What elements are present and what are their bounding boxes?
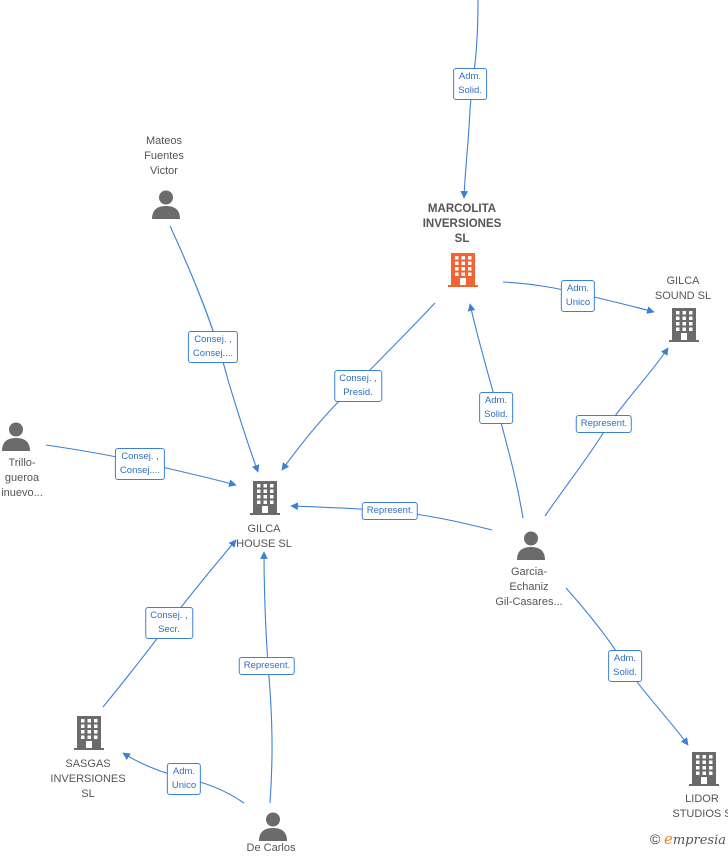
node-marcolita[interactable]	[448, 253, 478, 292]
brand-initial: e	[663, 830, 673, 848]
node-label-line: Garcia-	[510, 566, 548, 578]
node-sasgas[interactable]	[74, 716, 104, 755]
edge-label-mateos-gilcahouse[interactable]: Consej. , Consej....	[187, 331, 239, 363]
edge-label-decarlos-sasgas[interactable]: Adm. Unico	[166, 763, 202, 795]
building-icon	[669, 308, 699, 342]
edge-label-sasgas-gilcahouse[interactable]: Consej. , Secr.	[145, 607, 193, 639]
edge-label-trillo-gilcahouse[interactable]: Consej. , Consej....	[114, 448, 166, 480]
edge-top-marcolita	[460, 0, 479, 199]
node-label-line: Gil-Casares...	[495, 596, 563, 608]
person-icon	[517, 531, 545, 560]
edge-label-line: Adm.	[484, 395, 508, 406]
edge-label-garcia-gilcahouse[interactable]: Represent.	[361, 502, 419, 520]
node-label-line: Echaniz	[509, 581, 549, 593]
node-label-line: GILCA	[666, 275, 700, 287]
node-label-decarlos[interactable]: De Carlos	[247, 841, 296, 856]
brand-name: mpresia	[672, 833, 726, 848]
edge-label-line: Consej. ,	[121, 451, 159, 462]
edge-label-line: Represent.	[366, 505, 414, 516]
node-label-line: STUDIOS S	[672, 808, 728, 820]
node-gilca_house[interactable]	[250, 481, 280, 520]
edge-label-line: Solid.	[458, 85, 482, 96]
person-icon	[2, 422, 30, 451]
copyright-symbol: ©	[650, 831, 661, 847]
edge-label-line: Consej....	[192, 348, 234, 359]
edge-label-marcolita-gilcahouse[interactable]: Consej. , Presid.	[334, 370, 382, 402]
node-label-gilca_sound[interactable]: GILCA SOUND SL	[655, 274, 711, 304]
edge-label-line: Solid.	[613, 667, 637, 678]
node-label-gilca_house[interactable]: GILCA HOUSE SL	[236, 522, 292, 552]
edge-label-line: Solid.	[484, 409, 508, 420]
edge-label-line: Adm.	[566, 283, 590, 294]
node-label-line: gueroa	[4, 472, 40, 484]
empresia-logo[interactable]: © empresia	[650, 830, 726, 848]
node-label-line: SOUND SL	[654, 290, 712, 302]
node-label-line: SL	[454, 233, 470, 245]
edge-label-line: Adm.	[458, 71, 482, 82]
node-lidor[interactable]	[689, 752, 719, 791]
edge-label-line: Unico	[565, 297, 591, 308]
node-label-line: inuevo...	[1, 487, 43, 499]
edge-label-line: Represent.	[580, 418, 628, 429]
node-label-line: MARCOLITA	[427, 203, 497, 215]
node-label-lidor[interactable]: LIDOR STUDIOS S	[672, 792, 728, 822]
node-label-marcolita[interactable]: MARCOLITA INVERSIONES SL	[423, 202, 502, 247]
node-label-line: Mateos	[145, 135, 183, 147]
building-icon	[689, 752, 719, 786]
node-label-line: INVERSIONES	[422, 218, 502, 230]
building-icon	[74, 716, 104, 750]
node-trillo[interactable]	[1, 421, 31, 456]
person-icon	[152, 190, 180, 219]
edge-decarlos-gilcahouse	[260, 551, 273, 804]
node-label-line: LIDOR	[685, 793, 719, 805]
edge-mateos-gilcahouse	[169, 225, 260, 473]
edge-label-garcia-lidor[interactable]: Adm. Solid.	[608, 650, 642, 682]
edge-label-line: Consej. ,	[339, 373, 377, 384]
node-label-line: HOUSE SL	[236, 538, 292, 550]
node-label-line: Trillo-	[8, 457, 36, 469]
edge-label-line: Presid.	[343, 387, 373, 398]
node-label-line: De Carlos	[246, 842, 296, 854]
edge-label-top-marcolita[interactable]: Adm. Solid.	[453, 68, 487, 100]
person-icon	[259, 812, 287, 841]
node-decarlos[interactable]	[258, 811, 288, 846]
node-label-line: Fuentes	[144, 150, 184, 162]
edge-label-line: Secr.	[158, 624, 180, 635]
edge-label-garcia-gilcasound[interactable]: Represent.	[575, 415, 633, 433]
building-icon	[250, 481, 280, 515]
node-label-line: Victor	[150, 165, 178, 177]
node-label-line: SASGAS	[65, 758, 111, 770]
node-garcia[interactable]	[516, 530, 546, 565]
edge-label-marcolita-gilcasound[interactable]: Adm. Unico	[560, 280, 596, 312]
node-gilca_sound[interactable]	[669, 308, 699, 347]
building-icon	[448, 253, 478, 287]
node-label-line: INVERSIONES	[50, 773, 126, 785]
node-label-line: SL	[81, 788, 95, 800]
node-label-trillo[interactable]: Trillo-gueroa inuevo...	[1, 456, 43, 501]
edge-label-decarlos-gilcahouse[interactable]: Represent.	[238, 657, 296, 675]
edge-label-line: Consej. ,	[194, 334, 232, 345]
edge-label-line: Consej....	[119, 465, 161, 476]
edge-label-line: Adm.	[172, 766, 196, 777]
edge-label-line: Represent.	[243, 660, 291, 671]
edge-label-line: Consej. ,	[150, 610, 188, 621]
edge-label-line: Adm.	[613, 653, 637, 664]
node-label-line: GILCA	[247, 523, 281, 535]
node-mateos[interactable]	[151, 189, 181, 224]
edge-label-line: Unico	[171, 780, 197, 791]
edge-label-garcia-marcolita[interactable]: Adm. Solid.	[479, 392, 513, 424]
node-label-sasgas[interactable]: SASGAS INVERSIONES SL	[50, 757, 125, 802]
